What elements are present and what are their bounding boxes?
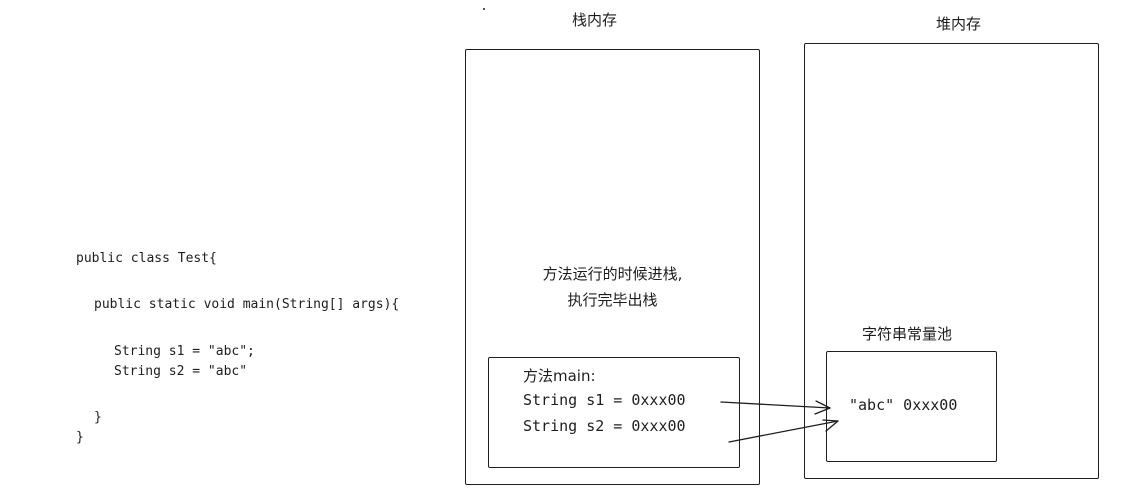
heap-memory-box xyxy=(804,43,1099,479)
code-line-main-close: } xyxy=(94,410,102,425)
heap-title: 堆内存 xyxy=(936,15,982,33)
main-stack-frame xyxy=(488,357,740,468)
stack-title: 栈内存 xyxy=(572,11,618,29)
stray-dot xyxy=(483,8,485,10)
code-line-class-close: } xyxy=(76,430,84,445)
frame-var-s1: String s1 = 0xxx00 xyxy=(523,391,686,409)
pool-entry-abc: "abc" 0xxx00 xyxy=(849,396,958,414)
stack-note-line1: 方法运行的时候进栈, xyxy=(542,265,683,283)
stack-note-line2: 执行完毕出栈 xyxy=(567,291,658,309)
code-line-s1: String s1 = "abc"; xyxy=(114,344,255,359)
code-line-main-decl: public static void main(String[] args){ xyxy=(94,297,400,312)
stack-memory-box xyxy=(465,49,760,485)
code-line-class-decl: public class Test{ xyxy=(76,251,217,266)
string-pool-title: 字符串常量池 xyxy=(862,325,953,343)
frame-title: 方法main: xyxy=(523,367,596,385)
frame-var-s2: String s2 = 0xxx00 xyxy=(523,417,686,435)
code-line-s2: String s2 = "abc" xyxy=(114,364,248,379)
